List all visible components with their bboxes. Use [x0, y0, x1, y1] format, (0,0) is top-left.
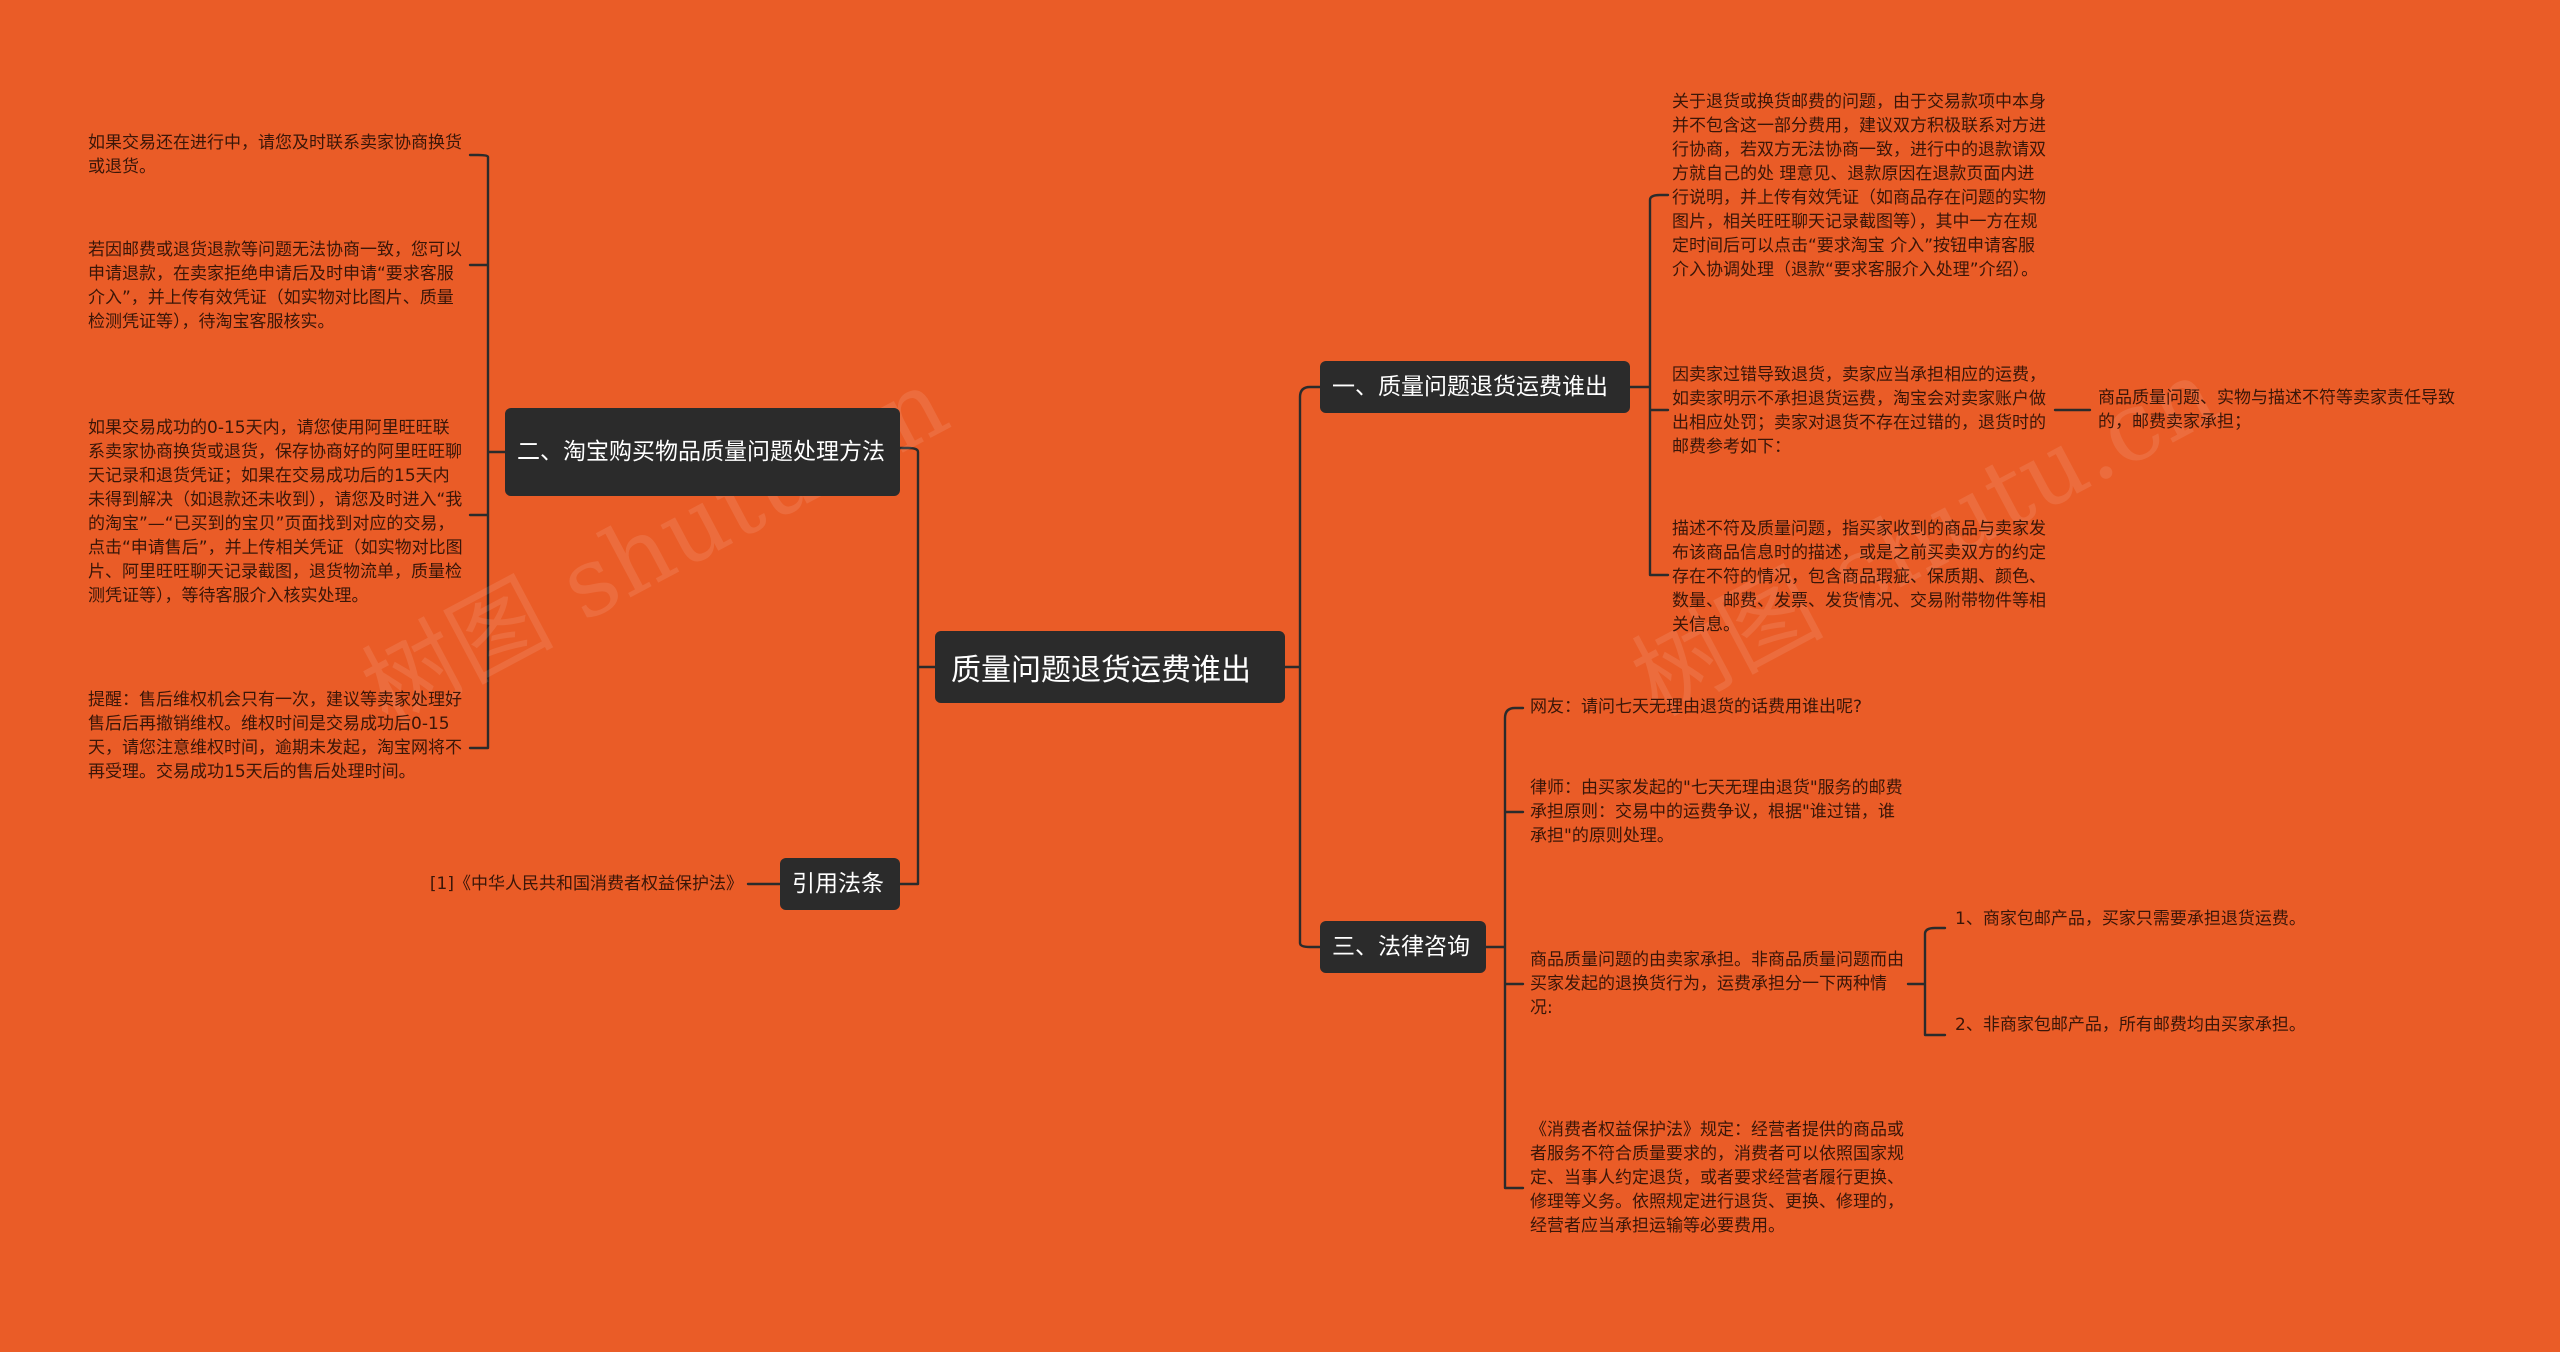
root-node[interactable]: 质量问题退货运费谁出 [935, 631, 1285, 703]
leaf-consult-sub-2: 2、非商家包邮产品，所有邮费均由买家承担。 [1955, 1015, 2306, 1035]
branch-taobao-quality-title: 二、淘宝购买物品质量问题处理方法 [517, 438, 885, 465]
leaf-return-2: 因卖家过错导致退货，卖家应当承担相应的运费，如卖家明示不承担退货运费，淘宝会对卖… [1672, 365, 2046, 457]
connector-right2-sub [1906, 926, 1947, 1037]
leaf-return-1: 关于退货或换货邮费的问题，由于交易款项中本身并不包含这一部分费用，建议双方积极联… [1672, 92, 2046, 280]
branch-legal-consult-title: 三、法律咨询 [1332, 933, 1470, 960]
connector-root-right [1283, 385, 1322, 949]
leaf-consult-4: 《消费者权益保护法》规定：经营者提供的商品或者服务不符合质量要求的，消费者可以依… [1530, 1120, 1904, 1236]
leaf-taobao-1: 如果交易还在进行中，请您及时联系卖家协商换货或退货。 [88, 133, 462, 177]
leaf-taobao-4: 提醒：售后维权机会只有一次，建议等卖家处理好售后后再撤销维权。维权时间是交易成功… [88, 690, 462, 782]
leaf-taobao-2: 若因邮费或退货退款等问题无法协商一致，您可以申请退款，在卖家拒绝申请后及时申请“… [88, 240, 462, 332]
leaf-consult-3: 商品质量问题的由卖家承担。非商品质量问题而由买家发起的退换货行为，运费承担分一下… [1530, 950, 1904, 1018]
branch-taobao-quality[interactable]: 二、淘宝购买物品质量问题处理方法 [505, 408, 900, 496]
leaf-cited-law: [1]《中华人民共和国消费者权益保护法》 [429, 874, 743, 894]
leaf-consult-1: 网友：请问七天无理由退货的话费用谁出呢? [1530, 697, 1863, 717]
connector-left1-leaves [468, 153, 507, 750]
leaf-return-sub: 商品质量问题、实物与描述不符等卖家责任导致的，邮费卖家承担； [2098, 388, 2455, 432]
leaf-taobao-3: 如果交易成功的0-15天内，请您使用阿里旺旺联系卖家协商换货或退货，保存协商好的… [88, 418, 463, 606]
leaf-return-3: 描述不符及质量问题，指买家收到的商品与卖家发布该商品信息时的描述，或是之前买卖双… [1672, 519, 2046, 635]
connector-root-left [898, 446, 937, 886]
branch-cited-law[interactable]: 引用法条 [780, 858, 900, 910]
leaf-consult-2: 律师：由买家发起的"七天无理由退货"服务的邮费承担原则：交易中的运费争议，根据"… [1530, 778, 1903, 846]
branch-cited-law-title: 引用法条 [792, 870, 884, 897]
branch-legal-consult[interactable]: 三、法律咨询 [1320, 921, 1486, 973]
leaf-consult-sub-1: 1、商家包邮产品，买家只需要承担退货运费。 [1955, 909, 2306, 929]
connector-right1-leaves [1628, 193, 1670, 577]
connector-right2-leaves [1484, 706, 1525, 1190]
root-title: 质量问题退货运费谁出 [951, 653, 1251, 688]
branch-return-shipping-title: 一、质量问题退货运费谁出 [1332, 373, 1608, 400]
branch-return-shipping[interactable]: 一、质量问题退货运费谁出 [1320, 361, 1630, 413]
